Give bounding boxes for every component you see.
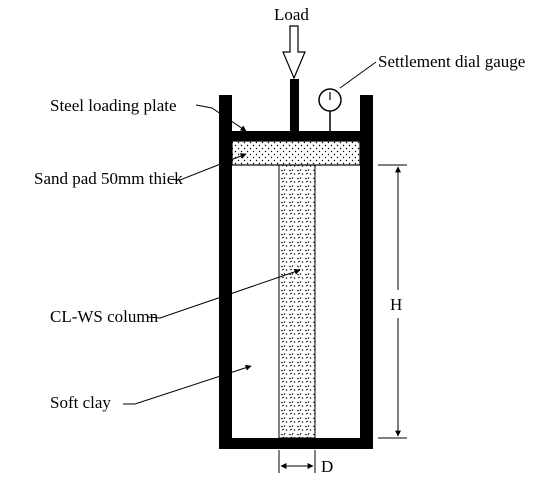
diameter-label: D: [321, 457, 333, 476]
height-label: H: [390, 295, 402, 314]
sand-pad: [231, 140, 361, 166]
sand-pad-leader: [167, 153, 247, 181]
soft-clay-leader: [123, 364, 252, 405]
steel-plate-leader: [195, 104, 247, 132]
soft-clay-label: Soft clay: [50, 393, 111, 412]
cl-ws-column: [278, 164, 316, 439]
load-label: Load: [274, 5, 309, 24]
sand-pad-label: Sand pad 50mm thick: [34, 169, 183, 188]
column-label: CL-WS column: [50, 307, 159, 326]
column-leader: [147, 268, 301, 319]
steel-plate-label: Steel loading plate: [50, 96, 177, 115]
steel-loading-plate: [232, 131, 360, 141]
settlement-gauge-label: Settlement dial gauge: [378, 52, 525, 71]
gauge-leader: [339, 61, 377, 89]
container-base: [219, 438, 373, 449]
container-right-wall: [360, 95, 373, 449]
container-left-wall: [219, 95, 232, 449]
load-arrow: [282, 25, 306, 80]
loading-rod: [290, 79, 299, 134]
